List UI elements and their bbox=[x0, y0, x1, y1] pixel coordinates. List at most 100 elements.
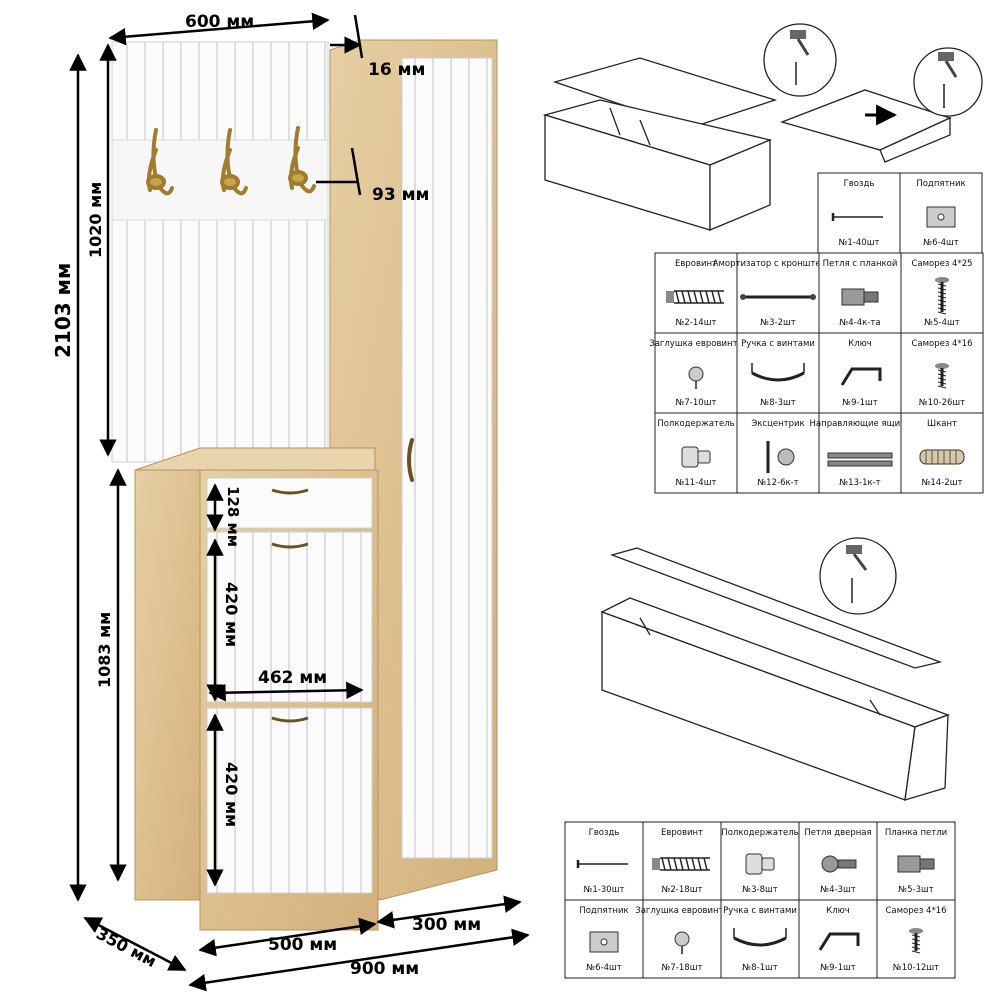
dim-lower-height: 1083 мм bbox=[95, 612, 114, 688]
hardware-qty: №4-3шт bbox=[820, 885, 856, 895]
hardware-cell: Ручка с винтами №8-3шт bbox=[736, 332, 820, 414]
hardware-name: Заглушка евровинта bbox=[649, 339, 743, 349]
gas-strut-icon bbox=[740, 294, 816, 300]
door-handle-icon bbox=[271, 542, 309, 549]
hardware-qty: №10-26шт bbox=[919, 398, 965, 408]
cap-icon bbox=[688, 366, 704, 389]
hardware-cell: Ручка с винтами №8-1шт bbox=[720, 899, 800, 979]
short-screw-icon bbox=[935, 363, 949, 389]
hardware-qty: №7-18шт bbox=[662, 963, 703, 973]
hardware-cell: Шкант №14-2шт bbox=[900, 412, 984, 494]
hardware-name: Эксцентрик bbox=[751, 419, 804, 429]
hardware-qty: №13-1к-т bbox=[839, 478, 880, 488]
hardware-qty: №11-4шт bbox=[676, 478, 717, 488]
door-handle-icon bbox=[407, 438, 414, 482]
hardware-name: Заглушка евровинта bbox=[635, 906, 729, 916]
hardware-qty: №5-3шт bbox=[898, 885, 934, 895]
dowel-icon bbox=[919, 449, 965, 465]
hardware-qty: №8-1шт bbox=[742, 963, 778, 973]
hook-icon bbox=[146, 128, 174, 196]
hardware-name: Подпятник bbox=[579, 906, 628, 916]
hardware-qty: №4-4к-та bbox=[839, 318, 880, 328]
hammer-circle-2 bbox=[913, 47, 983, 117]
hardware-name: Евровинт bbox=[675, 259, 717, 269]
hardware-qty: №1-30шт bbox=[584, 885, 625, 895]
screw-icon bbox=[935, 277, 949, 315]
hardware-cell: Евровинт №2-14шт bbox=[654, 252, 738, 334]
hardware-qty: №1-40шт bbox=[839, 238, 880, 248]
hardware-name: Направляющие ящика bbox=[810, 419, 911, 429]
hardware-name: Ручка с винтами bbox=[723, 906, 797, 916]
hardware-qty: №3-2шт bbox=[760, 318, 796, 328]
furniture-illustration: 600 мм 16 мм 93 мм 1020 мм 2103 мм 1083 … bbox=[51, 12, 530, 992]
hardware-qty: №8-3шт bbox=[760, 398, 796, 408]
short-screw-icon bbox=[909, 928, 923, 954]
hardware-name: Саморез 4*16 bbox=[885, 906, 946, 916]
hardware-name: Гвоздь bbox=[589, 828, 620, 838]
hardware-qty: №2-14шт bbox=[676, 318, 717, 328]
hardware-qty: №6-4шт bbox=[923, 238, 959, 248]
dimension-lines bbox=[69, 12, 530, 992]
dim-drawer-height: 128 мм bbox=[224, 486, 242, 547]
drawer-handle-icon bbox=[271, 488, 309, 495]
hardware-name: Полкодержатель bbox=[657, 419, 734, 429]
foot-pad-icon bbox=[589, 931, 619, 953]
door-hinge-icon bbox=[821, 855, 857, 873]
hinge-plate-icon bbox=[897, 855, 935, 873]
hardware-name: Амортизатор с кронштенами bbox=[713, 259, 844, 269]
hammer-icon bbox=[790, 30, 810, 85]
euro-screw-icon bbox=[666, 290, 724, 304]
assembly-tall-box bbox=[600, 547, 950, 801]
dim-shoe-width: 500 мм bbox=[268, 935, 337, 955]
dim-door2-height: 420 мм bbox=[222, 762, 241, 827]
hardware-name: Саморез 4*25 bbox=[911, 259, 972, 269]
hardware-cell: Полкодержатель №11-4шт bbox=[654, 412, 738, 494]
nail-icon bbox=[831, 213, 883, 221]
hardware-qty: №14-2шт bbox=[922, 478, 963, 488]
hardware-cell: Полкодержатель №3-8шт bbox=[720, 821, 800, 901]
hardware-cell: Заглушка евровинта №7-18шт bbox=[635, 899, 729, 979]
hardware-cell: Петля дверная №4-3шт bbox=[798, 821, 878, 901]
drawer-rail-icon bbox=[827, 452, 893, 467]
hardware-qty: №3-8шт bbox=[742, 885, 778, 895]
hardware-cell: Направляющие ящика №13-1к-т bbox=[810, 412, 911, 494]
hardware-name: Шкант bbox=[927, 419, 957, 429]
hardware-name: Саморез 4*16 bbox=[911, 339, 972, 349]
shoe-cabinet bbox=[134, 447, 379, 931]
cap-icon bbox=[674, 931, 690, 954]
hardware-qty: №6-4шт bbox=[586, 963, 622, 973]
hardware-name: Ручка с винтами bbox=[741, 339, 815, 349]
hardware-name: Ключ bbox=[826, 906, 850, 916]
hardware-cell: Амортизатор с кронштенами №3-2шт bbox=[713, 252, 844, 334]
nail-icon bbox=[576, 860, 628, 868]
hardware-name: Петля дверная bbox=[804, 828, 871, 838]
hardware-name: Полкодержатель bbox=[721, 828, 798, 838]
handle-icon bbox=[751, 363, 805, 382]
foot-pad-icon bbox=[926, 206, 956, 228]
hex-key-icon bbox=[840, 367, 882, 386]
dim-gap: 16 мм bbox=[368, 60, 425, 80]
hardware-qty: №10-12шт bbox=[893, 963, 939, 973]
hardware-qty: №5-4шт bbox=[924, 318, 960, 328]
hex-key-icon bbox=[818, 932, 860, 951]
hardware-name: Ключ bbox=[848, 339, 872, 349]
hardware-qty: №2-18шт bbox=[662, 885, 703, 895]
dim-depth: 350 мм bbox=[93, 924, 159, 971]
shelf-pin-icon bbox=[681, 446, 711, 468]
hammer-icon bbox=[938, 52, 958, 108]
hardware-cell: Саморез 4*16 №10-12шт bbox=[876, 899, 956, 979]
dim-top-width: 600 мм bbox=[185, 12, 254, 32]
hardware-name: Планка петли bbox=[885, 828, 947, 838]
hardware-cell: Подпятник №6-4шт bbox=[564, 899, 644, 979]
door-handle-icon bbox=[271, 716, 309, 723]
hardware-cell: Планка петли №5-3шт bbox=[876, 821, 956, 901]
assembly-drawer-bottom bbox=[779, 89, 952, 163]
euro-screw-icon bbox=[652, 857, 710, 871]
wall-panel bbox=[111, 41, 329, 463]
hinge-plate-icon bbox=[841, 288, 879, 306]
